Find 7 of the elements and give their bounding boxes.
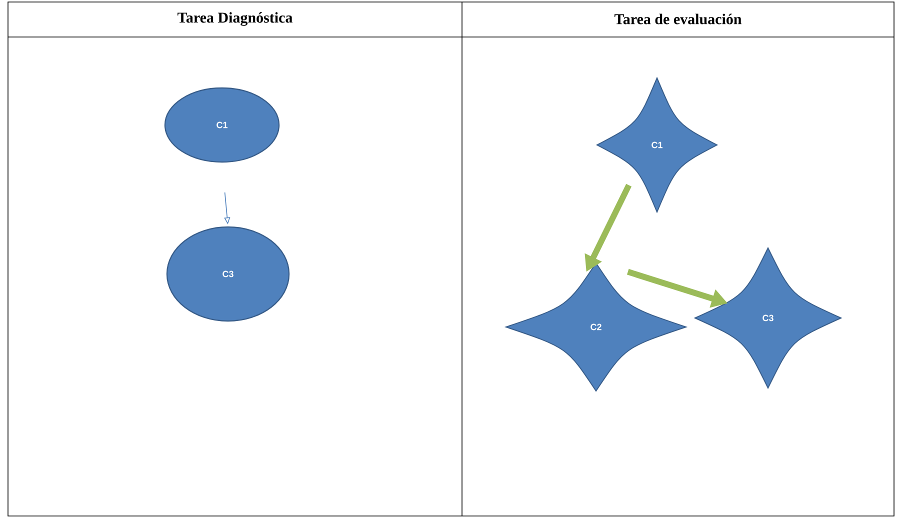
star-node: C2 <box>506 262 686 392</box>
star-node: C3 <box>694 248 842 388</box>
column-header: Tarea Diagnóstica <box>178 12 292 26</box>
column-header: Tarea de evaluación <box>614 14 742 24</box>
star-node: C1 <box>596 78 718 212</box>
ellipse-node: C3 <box>166 226 290 322</box>
ellipse-node: C1 <box>164 87 280 163</box>
